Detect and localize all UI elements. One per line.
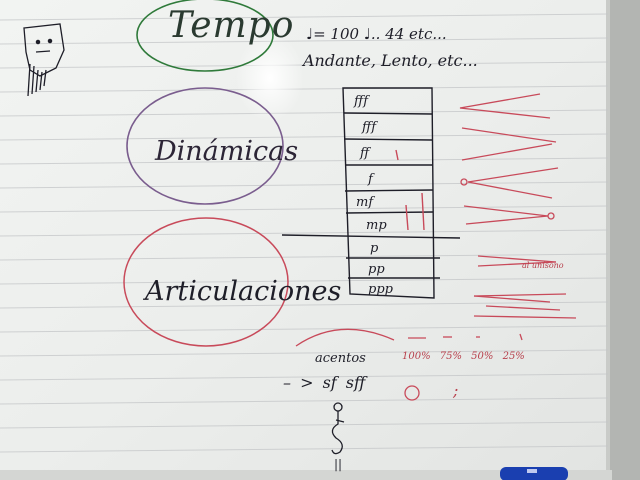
articulaciones-heading: Articulaciones — [145, 276, 342, 307]
dinamicas-heading: Dinámicas — [155, 136, 299, 167]
face-doodle — [23, 23, 65, 97]
dinamicas-circle — [126, 87, 284, 205]
acentos-label: acentos — [315, 351, 366, 366]
marker-tray — [0, 470, 612, 480]
staccato-circle — [404, 385, 420, 401]
dynamic-label: fff — [354, 94, 369, 109]
hairpin-marks — [459, 93, 577, 319]
articulation-marks — [295, 328, 523, 347]
dynamic-label: ppp — [368, 282, 393, 297]
blue-marker — [500, 467, 568, 480]
accent-symbols: – > sf sff — [283, 373, 366, 392]
tempo-terms-note: Andante, Lento, etc... — [303, 51, 478, 70]
dynamic-label: mp — [366, 218, 387, 233]
tempo-circle — [136, 0, 274, 72]
dynamic-label: mf — [356, 195, 374, 210]
dynamic-label: fff — [362, 120, 377, 135]
dynamic-label: f — [368, 172, 373, 187]
dynamic-label: pp — [368, 262, 385, 277]
whiteboard-surface — [0, 0, 612, 480]
clef-doodle — [331, 402, 345, 455]
articulaciones-circle — [123, 217, 289, 347]
red-tick-marks — [395, 149, 425, 231]
ruled-lines — [0, 13, 609, 453]
tempo-heading: Tempo — [168, 5, 295, 46]
al-unisono-note: al unísono — [522, 261, 564, 270]
dynamic-label: ff — [360, 146, 370, 161]
percentage-row: 100% 75% 50% 25% — [402, 351, 525, 362]
dynamic-label: p — [370, 241, 379, 256]
tempo-metronome-note: ♩= 100 ♩.. 44 etc... — [306, 25, 447, 43]
double-bar-mark: || — [334, 457, 343, 471]
semicolon-mark: ; — [453, 381, 459, 400]
dynamics-ladder — [281, 87, 461, 299]
board-frame-right — [608, 0, 640, 480]
